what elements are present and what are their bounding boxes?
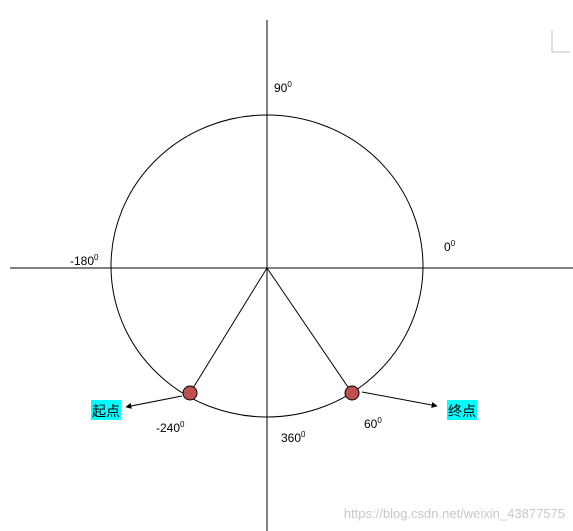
label-0: 00 [444, 239, 456, 254]
end-arrow [361, 391, 438, 408]
start-arrow [125, 395, 183, 409]
page-corner-mark [551, 30, 570, 53]
label-neg240: -2400 [156, 420, 185, 435]
end-point [344, 385, 360, 401]
label-360: 3600 [281, 430, 306, 445]
watermark: https://blog.csdn.net/weixin_43877575 [344, 506, 565, 521]
label-90: 900 [274, 80, 292, 95]
label-60: 600 [364, 416, 382, 431]
start-tag: 起点 [92, 404, 120, 420]
start-tag-bg [91, 400, 121, 420]
radius-to-end [266, 267, 353, 394]
start-point [182, 385, 198, 401]
label-neg180: -1800 [70, 253, 99, 268]
end-tag-bg [447, 400, 477, 420]
unit-circle [110, 114, 424, 418]
end-tag: 终点 [448, 404, 476, 420]
radius-to-start [189, 267, 268, 394]
